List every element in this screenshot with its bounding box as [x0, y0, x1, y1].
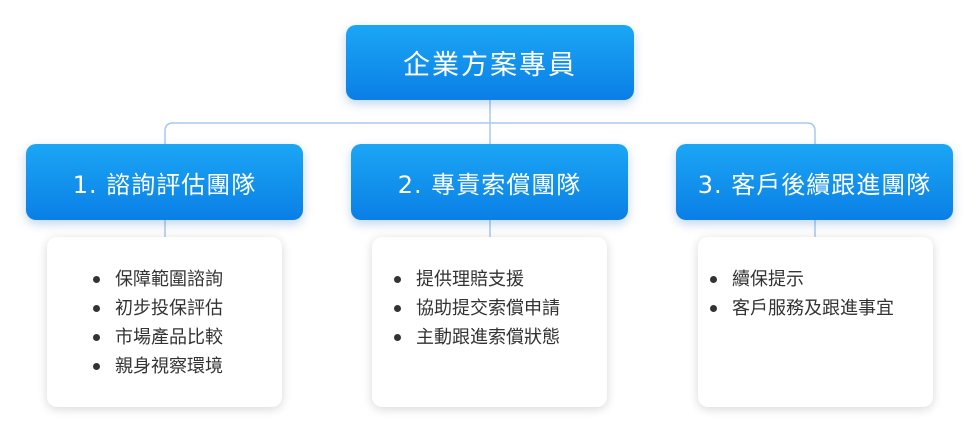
root-node-label: 企業方案專員: [403, 50, 577, 81]
bullet-icon: [394, 305, 401, 312]
team-1-list: 保障範圍諮詢 初步投保評估 市場產品比較 親身視察環境: [93, 237, 223, 381]
branch-line: [164, 122, 816, 144]
bullet-icon: [394, 276, 401, 283]
team-node-3: 3. 客戶後續跟進團隊: [676, 144, 953, 220]
bullet-icon: [394, 334, 401, 341]
root-node: 企業方案專員: [346, 25, 634, 100]
team-node-label: 1. 諮詢評估團隊: [72, 170, 257, 199]
list-item: 主動跟進索償狀態: [394, 323, 560, 352]
list-item-text: 客戶服務及跟進事宜: [732, 298, 894, 319]
bullet-icon: [93, 334, 100, 341]
list-item-text: 親身視察環境: [115, 356, 223, 377]
team-2-card: 提供理賠支援 協助提交索償申請 主動跟進索償狀態: [372, 237, 607, 407]
list-item-text: 保障範圍諮詢: [115, 269, 223, 290]
team-3-card: 續保提示 客戶服務及跟進事宜: [698, 237, 933, 407]
team-node-1: 1. 諮詢評估團隊: [26, 144, 303, 220]
list-item-text: 初步投保評估: [115, 298, 223, 319]
bullet-icon: [93, 276, 100, 283]
team-2-list: 提供理賠支援 協助提交索償申請 主動跟進索償狀態: [394, 237, 560, 352]
list-item: 保障範圍諮詢: [93, 265, 223, 294]
list-item-text: 提供理賠支援: [416, 269, 524, 290]
list-item: 親身視察環境: [93, 352, 223, 381]
list-item: 初步投保評估: [93, 294, 223, 323]
list-item: 續保提示: [710, 265, 894, 294]
list-item-text: 市場產品比較: [115, 327, 223, 348]
list-item-text: 續保提示: [732, 269, 804, 290]
list-item: 提供理賠支援: [394, 265, 560, 294]
team-3-list: 續保提示 客戶服務及跟進事宜: [710, 237, 894, 323]
list-item-text: 協助提交索償申請: [416, 298, 560, 319]
bullet-icon: [93, 363, 100, 370]
list-item: 客戶服務及跟進事宜: [710, 294, 894, 323]
bullet-icon: [710, 305, 717, 312]
team-node-label: 2. 專責索償團隊: [397, 170, 582, 199]
list-item: 協助提交索償申請: [394, 294, 560, 323]
team-1-card: 保障範圍諮詢 初步投保評估 市場產品比較 親身視察環境: [47, 237, 282, 407]
team-node-2: 2. 專責索償團隊: [351, 144, 628, 220]
list-item-text: 主動跟進索償狀態: [416, 327, 560, 348]
bullet-icon: [710, 276, 717, 283]
bullet-icon: [93, 305, 100, 312]
list-item: 市場產品比較: [93, 323, 223, 352]
team-node-label: 3. 客戶後續跟進團隊: [697, 170, 932, 199]
